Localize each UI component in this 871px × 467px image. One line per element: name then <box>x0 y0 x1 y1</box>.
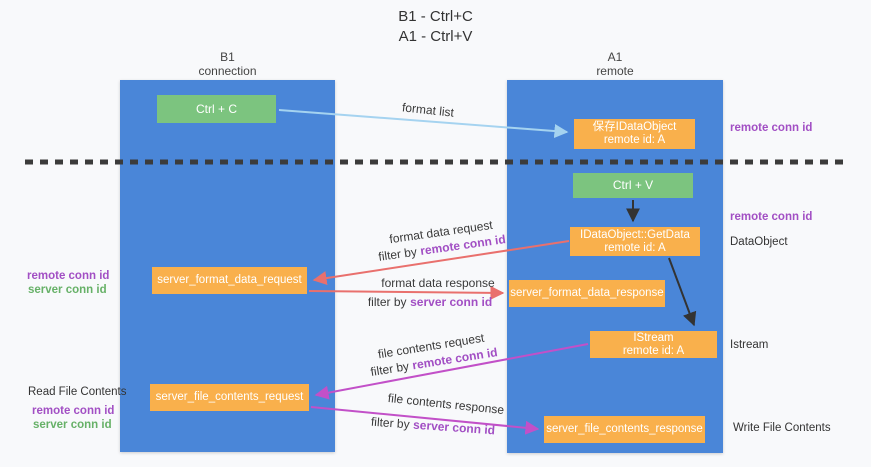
getdata-line-1: IDataObject::GetData <box>580 228 690 241</box>
left-column-subtitle: connection <box>198 64 257 78</box>
server-conn-id-highlight: server conn id <box>410 295 493 309</box>
ctrl-c-label: Ctrl + C <box>195 101 237 116</box>
server-file-contents-response-node: server_file_contents_response <box>544 416 705 443</box>
server-format-data-request-label: server_format_data_request <box>157 274 302 286</box>
left-remote-conn-id-label-1: remote conn id <box>27 270 110 282</box>
idataobject-getdata-node: IDataObject::GetData remote id: A <box>570 227 700 256</box>
left-server-conn-id-label-1: server conn id <box>28 284 107 296</box>
save-dataobject-line-2: remote id: A <box>603 134 666 146</box>
right-remote-conn-id-label-1: remote conn id <box>730 122 813 134</box>
server-file-contents-response-label: server_file_contents_response <box>546 423 703 435</box>
left-remote-conn-id-label-2: remote conn id <box>32 405 115 417</box>
server-file-contents-request-label: server_file_contents_request <box>155 391 304 403</box>
left-column-header: B1 connection <box>120 50 335 78</box>
title-line-2: A1 - Ctrl+V <box>398 28 473 45</box>
server-format-data-response-node: server_format_data_response <box>509 280 665 307</box>
right-column-subtitle: remote <box>596 64 634 78</box>
left-server-conn-id-label-2: server conn id <box>33 419 112 431</box>
right-remote-conn-id-label-2: remote conn id <box>730 211 813 223</box>
getdata-line-2: remote id: A <box>604 241 666 254</box>
format-data-response-edge-label: format data response <box>381 276 495 290</box>
istream-side-label: Istream <box>730 339 769 351</box>
read-file-contents-label: Read File Contents <box>28 386 127 398</box>
filter-prefix: filter by <box>367 295 407 309</box>
dataobject-label: DataObject <box>730 236 788 248</box>
title-line-1: B1 - Ctrl+C <box>398 8 473 25</box>
istream-line-2: remote id: A <box>622 344 685 357</box>
ctrl-v-label: Ctrl + V <box>612 178 654 192</box>
save-dataobject-node: 保存IDataObject remote id: A <box>574 119 695 149</box>
write-file-contents-label: Write File Contents <box>733 422 831 434</box>
filter-prefix: filter by <box>369 359 410 379</box>
filter-prefix: filter by <box>370 414 411 432</box>
server-format-data-request-node: server_format_data_request <box>152 267 307 294</box>
istream-node: IStream remote id: A <box>590 331 717 358</box>
format-data-response-arrow <box>308 285 505 300</box>
right-column-header: A1 remote <box>507 50 723 78</box>
istream-line-1: IStream <box>633 331 674 344</box>
server-conn-id-highlight: server conn id <box>412 417 496 438</box>
server-file-contents-request-node: server_file_contents_request <box>150 384 309 411</box>
left-column-name: B1 <box>220 50 235 64</box>
format-list-edge-label: format list <box>401 100 455 120</box>
diagram-title: B1 - Ctrl+C A1 - Ctrl+V <box>0 7 871 47</box>
save-dataobject-line-1: 保存IDataObject <box>592 121 677 133</box>
ctrl-v-node: Ctrl + V <box>573 173 693 198</box>
right-column-name: A1 <box>607 50 623 64</box>
ctrl-c-node: Ctrl + C <box>157 95 276 123</box>
server-format-data-response-label: server_format_data_response <box>510 287 664 299</box>
file-contents-response-edge-label: file contents response <box>387 390 505 418</box>
filter-prefix: filter by <box>377 244 418 264</box>
